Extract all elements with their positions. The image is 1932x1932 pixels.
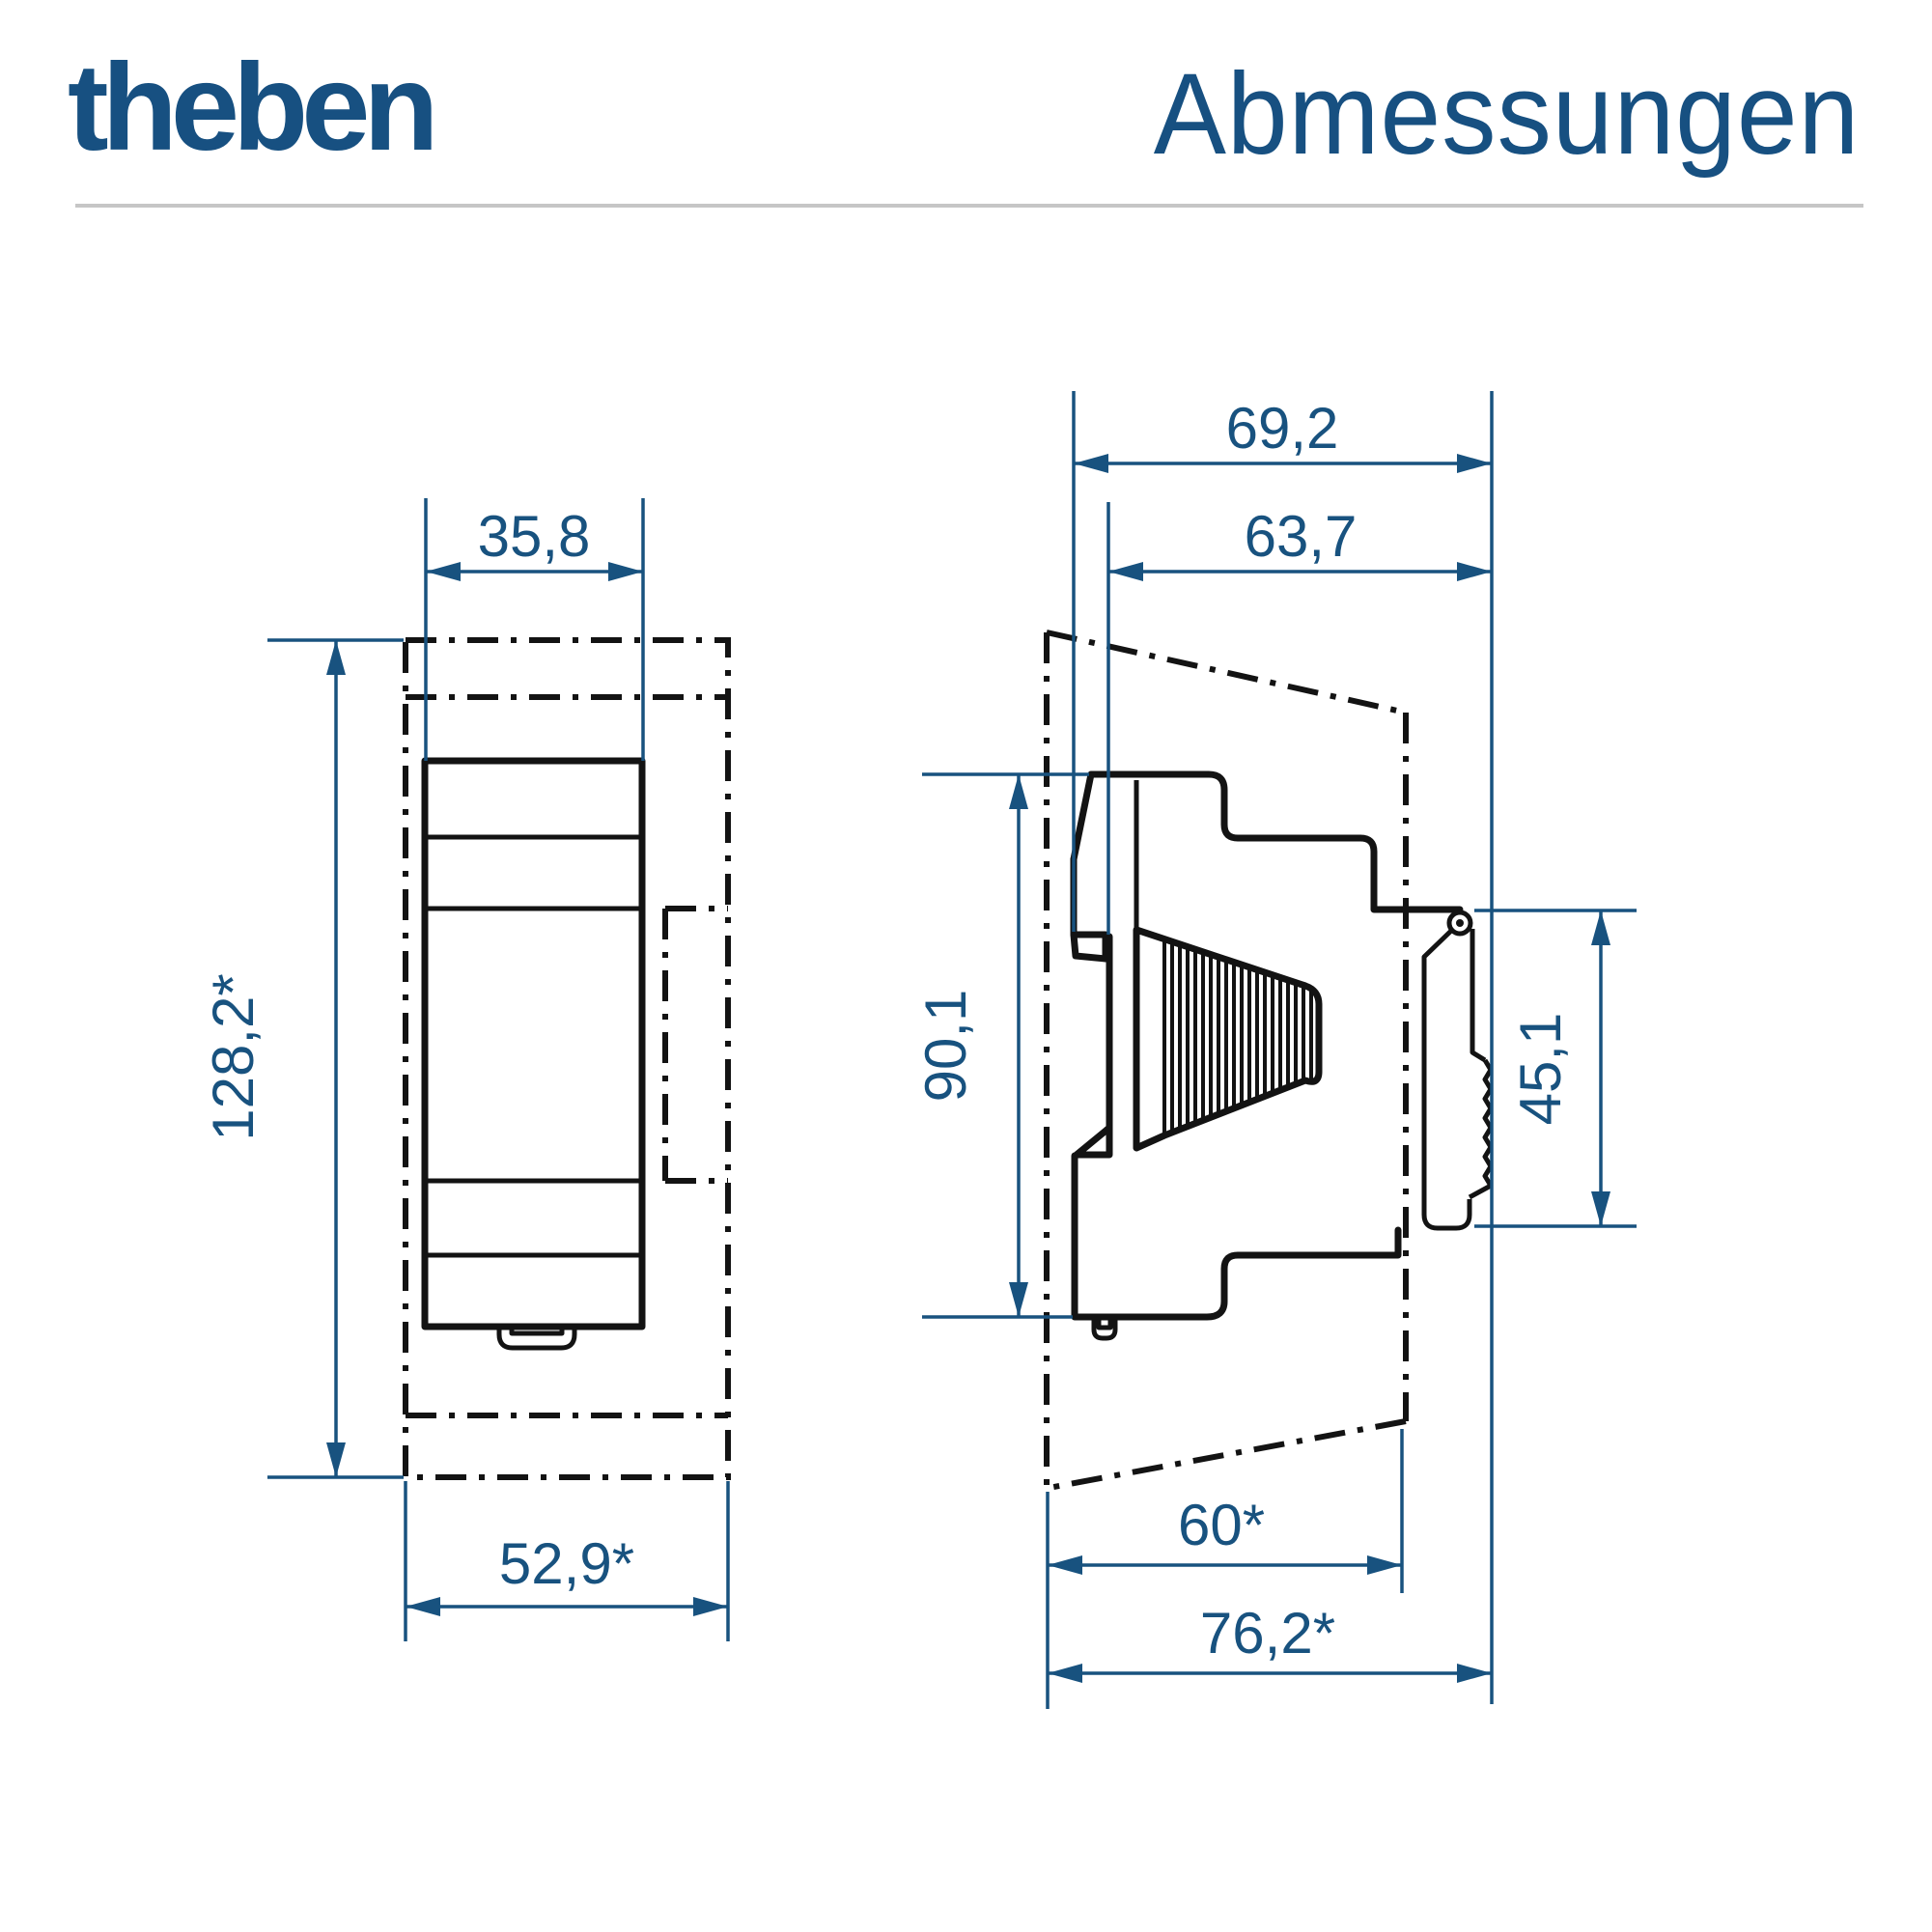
dimension-front-height: 128,2*	[201, 638, 404, 1479]
dimension-side-height-din-window: 45,1	[1474, 909, 1637, 1228]
theben-logo: theben	[68, 39, 439, 177]
dimension-front-width-bottom: 52,9*	[404, 1481, 730, 1641]
front-view: 35,8 128,2* 52,9*	[201, 498, 731, 1641]
label-side-depth-flush: 60*	[1178, 1493, 1265, 1557]
label-side-depth-total: 69,2	[1226, 396, 1339, 461]
dimension-side-depth-max: 76,2*	[1048, 1601, 1492, 1683]
label-side-depth-max: 76,2*	[1200, 1601, 1335, 1666]
label-side-height-din-window: 45,1	[1508, 1013, 1573, 1126]
dimension-side-depth-total: 69,2	[1072, 391, 1494, 1704]
label-front-width-top: 35,8	[478, 504, 591, 569]
header-divider	[75, 204, 1863, 208]
side-device-body	[1070, 770, 1464, 1341]
dimension-side-depth-flush: 60*	[1046, 1429, 1404, 1709]
dimension-side-depth-front: 63,7	[1106, 502, 1492, 935]
label-side-depth-front: 63,7	[1245, 504, 1358, 569]
front-clearance-outline	[403, 637, 731, 1480]
front-device-body	[421, 757, 646, 1351]
page-title: Abmessungen	[1153, 49, 1860, 179]
dimension-side-height-body: 90,1	[913, 772, 1089, 1319]
dimension-front-width-top: 35,8	[424, 498, 645, 761]
label-side-height-body: 90,1	[913, 990, 978, 1103]
clip-pivot-hole	[1456, 919, 1464, 927]
side-view: 69,2 63,7 90,1	[913, 391, 1637, 1709]
din-rail-clip	[1421, 910, 1494, 1231]
label-front-width-bottom: 52,9*	[499, 1531, 634, 1596]
label-front-height: 128,2*	[201, 973, 266, 1141]
